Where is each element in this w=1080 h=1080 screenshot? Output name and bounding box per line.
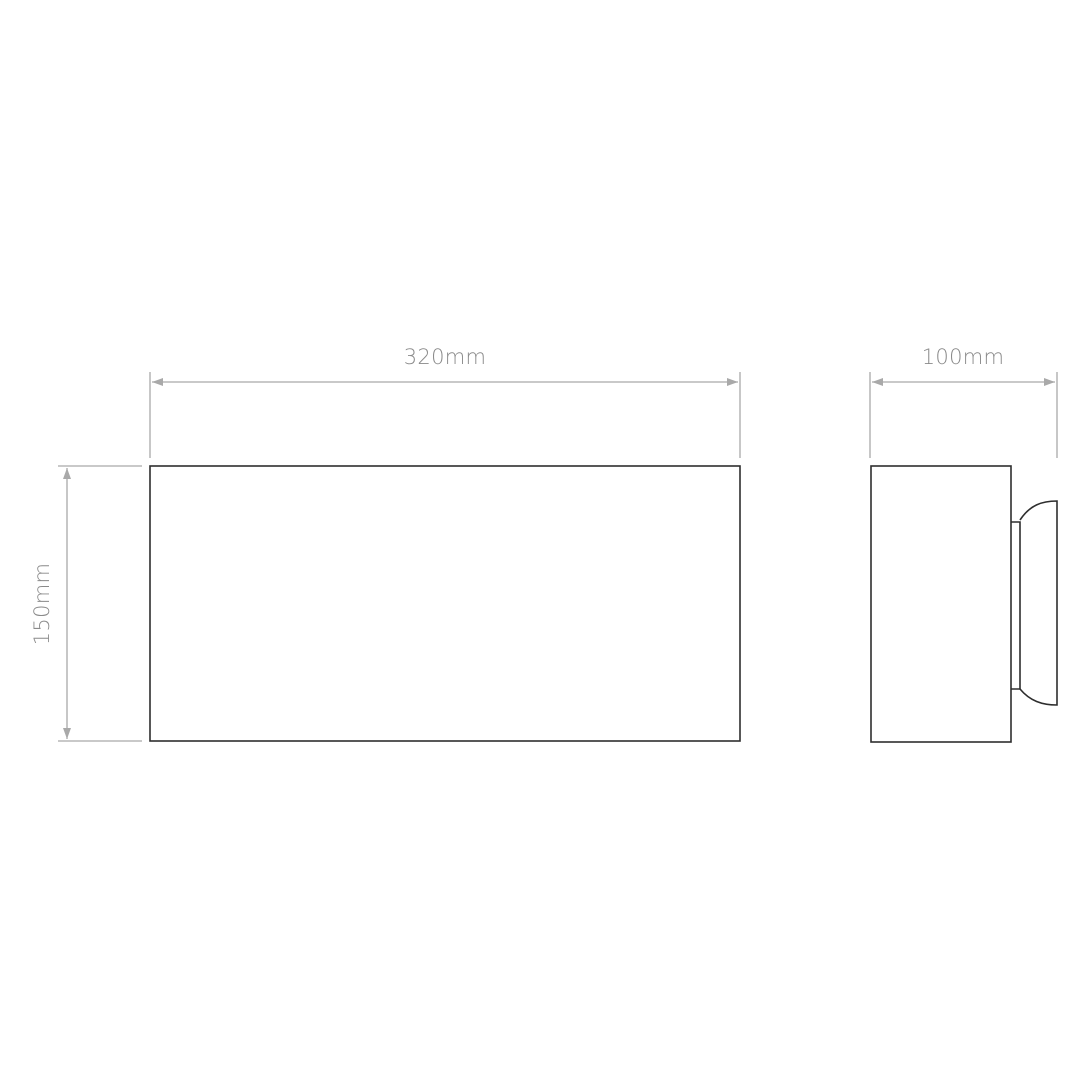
height-arrow-top <box>63 468 71 479</box>
height-dimension: 150mm <box>30 465 142 742</box>
height-arrow-bottom <box>63 728 71 739</box>
width-arrow-left <box>152 378 163 386</box>
depth-dimension: 100mm <box>869 345 1058 458</box>
front-view <box>149 465 741 742</box>
width-dimension-label: 320mm <box>404 345 487 369</box>
side-view-back-plate <box>1019 500 1058 706</box>
side-view-body-outline <box>870 465 1012 743</box>
side-view <box>870 465 1058 743</box>
depth-dimension-label: 100mm <box>922 345 1005 369</box>
width-dimension: 320mm <box>149 345 741 458</box>
height-dimension-label: 150mm <box>30 563 54 646</box>
front-view-outline <box>149 465 741 742</box>
width-arrow-right <box>727 378 738 386</box>
depth-arrow-left <box>872 378 883 386</box>
depth-arrow-right <box>1044 378 1055 386</box>
side-view-mounting-plate <box>1011 521 1021 690</box>
